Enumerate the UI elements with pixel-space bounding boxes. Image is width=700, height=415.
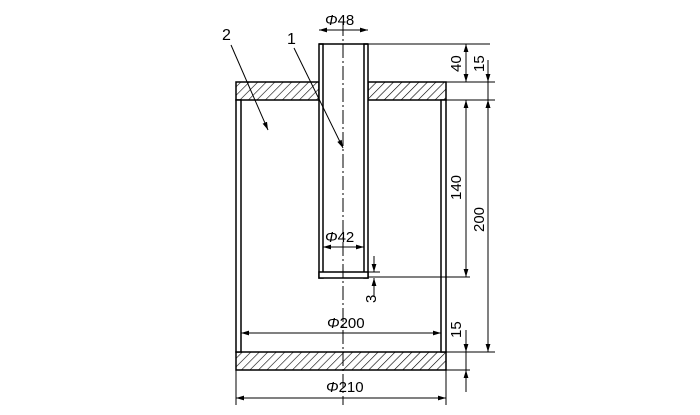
dim-pipe-above-lid-label: 40 [448,55,465,72]
callout-label-2: 2 [222,27,231,44]
right-wall [440,99,447,353]
callout-part-1: 1 [287,31,344,149]
extension-lines [368,43,495,371]
dim-base-thickness: 15 [448,321,469,392]
dim-vessel-inner-diameter: Φ200 [241,315,441,336]
dim-base-thickness-label: 15 [448,321,465,338]
dim-pipe-insert-depth: 140 [448,100,469,277]
dim-pipe-inner-diameter: Φ42 [323,229,364,250]
dim-vessel-inner-height-label: 200 [471,207,488,232]
pipe-left-wall [318,43,324,279]
dim-pipe-insert-depth-label: 140 [448,175,465,200]
dim-vessel-outer-diameter-label: Φ210 [326,379,364,396]
lid-right-section [367,81,447,101]
dim-pipe-wall-bottom: 3 [363,256,380,303]
dim-pipe-wall-bottom-label: 3 [363,295,380,303]
dim-pipe-outer-diameter-label: Φ48 [325,12,354,29]
dim-lid-thickness: 15 [471,55,491,122]
pipe-right-wall [363,43,369,279]
callout-label-1: 1 [287,31,296,48]
left-wall [235,99,242,353]
dim-vessel-inner-diameter-label: Φ200 [327,315,365,332]
dim-pipe-outer-diameter: Φ48 [319,12,368,33]
base-section [235,351,447,371]
dim-vessel-outer-diameter: Φ210 [235,370,447,405]
dim-pipe-above-lid: 40 [448,44,469,82]
dim-vessel-inner-height: 200 [471,100,491,352]
callout-part-2: 2 [222,27,269,131]
dim-lid-thickness-label: 15 [471,55,488,72]
vessel-body [235,81,447,371]
dim-pipe-inner-diameter-label: Φ42 [325,229,354,246]
